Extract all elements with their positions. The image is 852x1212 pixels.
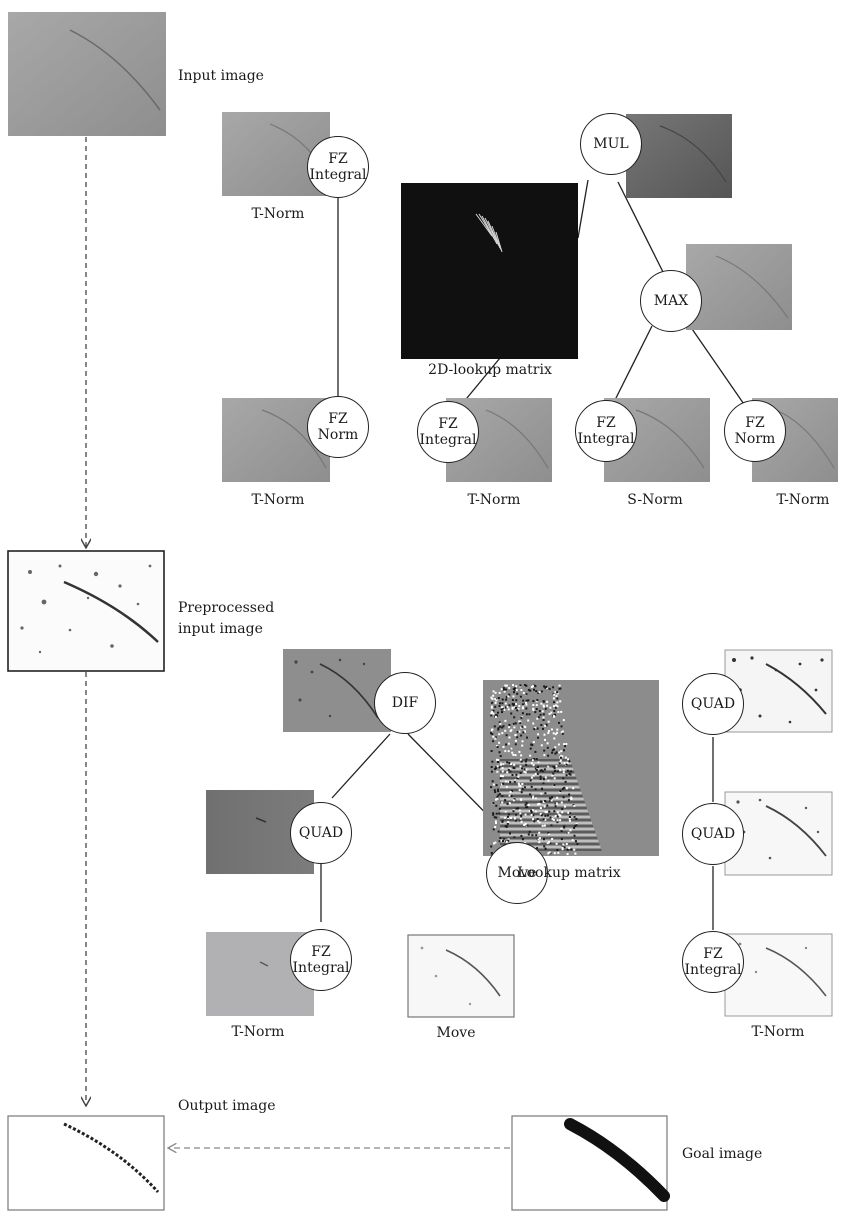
- matrix-2d-lookup: [401, 183, 578, 359]
- node-fz-integral-t3: FZ Integral: [682, 931, 744, 993]
- label-tnorm-bottom: T-Norm: [751, 1024, 805, 1040]
- label-tnorm-root: T-Norm: [251, 206, 305, 222]
- label-tnorm-left: T-Norm: [231, 1024, 285, 1040]
- node-dif: DIF: [374, 672, 436, 734]
- node-fz-norm-b: FZ Norm: [724, 400, 786, 462]
- edge-matrix-fzint: [461, 357, 501, 405]
- label-tnorm-child: T-Norm: [251, 492, 305, 508]
- preprocessed-image: [7, 550, 165, 672]
- thumb-max-result: [686, 244, 792, 330]
- edge-dif-quad: [331, 733, 391, 799]
- node-mul: MUL: [580, 113, 642, 175]
- thumb-dif-result: [283, 649, 391, 732]
- label-goal-image: Goal image: [682, 1146, 763, 1162]
- thumb-tnorm-bottom: [724, 933, 833, 1017]
- label-2d-lookup-matrix: 2D-lookup matrix: [428, 362, 552, 378]
- label-tnorm-a: T-Norm: [467, 492, 521, 508]
- label-output-image: Output image: [178, 1098, 276, 1114]
- node-max: MAX: [640, 270, 702, 332]
- edge-mul-matrix: [577, 179, 589, 239]
- edge-mul-max: [617, 181, 665, 275]
- edge-max-fzint: [609, 325, 653, 411]
- output-image: [7, 1115, 165, 1211]
- goal-image: [511, 1115, 670, 1211]
- node-fz-integral-b: FZ Integral: [575, 400, 637, 462]
- input-image: [8, 12, 166, 136]
- node-fz-integral-t2: FZ Integral: [290, 929, 352, 991]
- edge-max-fznorm: [689, 325, 749, 411]
- node-move: Move: [486, 842, 548, 904]
- node-quad: QUAD: [290, 802, 352, 864]
- thumb-move-result: [407, 934, 515, 1018]
- label-snorm-b: S-Norm: [627, 492, 683, 508]
- node-quad-top: QUAD: [682, 673, 744, 735]
- node-fz-norm-child: FZ Norm: [307, 396, 369, 458]
- matrix-lookup: [483, 680, 659, 856]
- node-fz-integral-a: FZ Integral: [417, 401, 479, 463]
- node-quad-mid: QUAD: [682, 803, 744, 865]
- label-tnorm-c: T-Norm: [776, 492, 830, 508]
- thumb-mul-result: [626, 114, 732, 198]
- label-lookup-matrix: Lookup matrix: [517, 865, 621, 881]
- label-preprocessed-image: Preprocessed input image: [178, 600, 275, 637]
- label-input-image: Input image: [178, 68, 264, 84]
- label-move: Move: [436, 1025, 476, 1041]
- node-fz-integral-root: FZ Integral: [307, 136, 369, 198]
- thumb-quad-top: [724, 649, 833, 733]
